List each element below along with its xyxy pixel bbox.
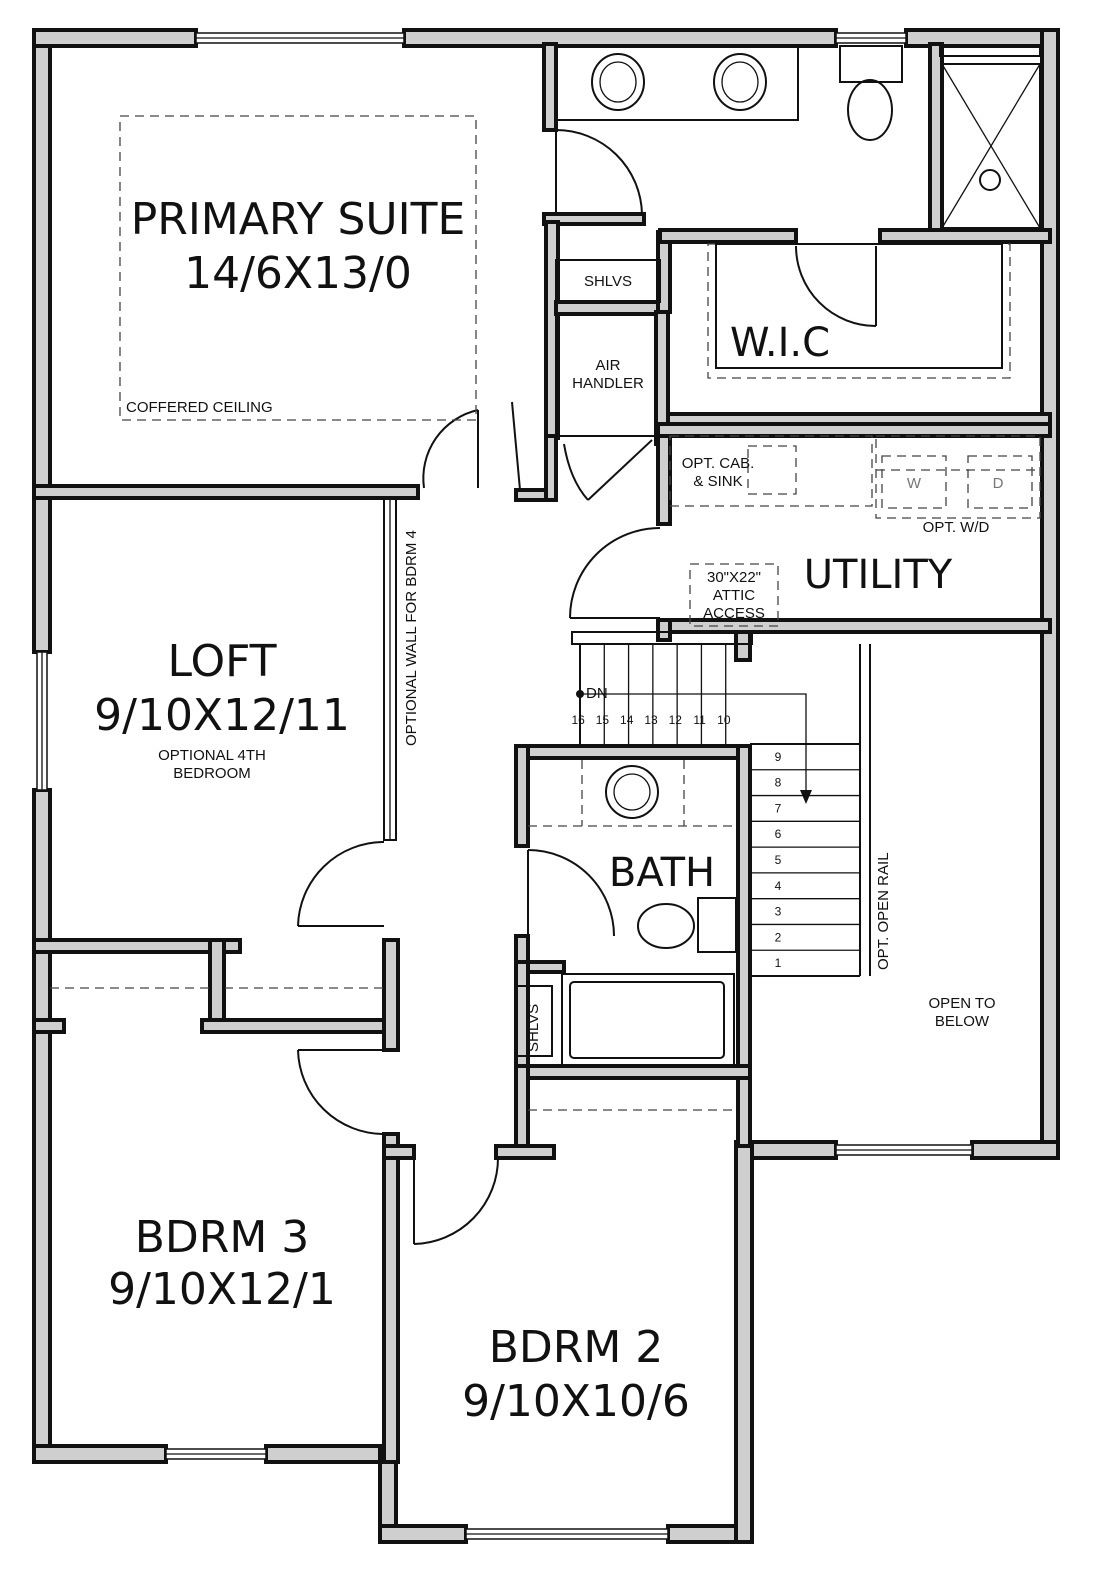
primary-suite-name: PRIMARY SUITE xyxy=(131,194,466,245)
loft-note-2: BEDROOM xyxy=(173,765,251,782)
dn-arrow-icon xyxy=(800,790,812,804)
bdrm2-size: 9/10X10/6 xyxy=(462,1376,690,1427)
open-below-label-2: BELOW xyxy=(935,1013,990,1030)
loft-note-1: OPTIONAL 4TH xyxy=(158,747,266,764)
stair-step-number: 5 xyxy=(775,853,782,867)
shlvs-label: SHLVS xyxy=(584,273,632,290)
stair-step-number: 2 xyxy=(775,930,782,944)
bdrm3-name: BDRM 3 xyxy=(135,1212,310,1263)
bath-name: BATH xyxy=(609,850,715,896)
bath-shlvs-label: SHLVS xyxy=(525,1004,542,1052)
open-rail-label: OPT. OPEN RAIL xyxy=(875,852,892,970)
open-below-label-1: OPEN TO xyxy=(929,995,996,1012)
loft-size: 9/10X12/11 xyxy=(94,690,350,741)
primary-suite-size: 14/6X13/0 xyxy=(184,248,412,299)
opt-cab-label-1: OPT. CAB. xyxy=(682,455,755,472)
dn-marker xyxy=(576,690,584,698)
opt-wd-label: OPT. W/D xyxy=(923,519,990,536)
washer-label: W xyxy=(907,475,922,492)
stair-step-number: 1 xyxy=(775,956,782,970)
stair-step-number: 14 xyxy=(620,713,634,727)
stair-step-number: 13 xyxy=(644,713,658,727)
attic-label-1: 30"X22" xyxy=(707,569,761,586)
air-handler-label-1: AIR xyxy=(595,357,620,374)
stair-run: 16 15 14 13 12 11 10 9 8 7 6 5 4 3 2 1 xyxy=(571,631,871,977)
stair-step-number: 7 xyxy=(775,801,782,815)
stair-step-number: 15 xyxy=(596,713,610,727)
stair-step-number: 11 xyxy=(693,713,706,727)
fixtures xyxy=(50,45,1041,1111)
annotation-labels: SHLVS AIR HANDLER OPT. CAB. & SINK OPT. … xyxy=(403,273,1004,1052)
room-labels: PRIMARY SUITE 14/6X13/0 COFFERED CEILING… xyxy=(94,194,953,1427)
stair-step-number: 4 xyxy=(775,879,782,893)
bdrm3-size: 9/10X12/1 xyxy=(108,1264,336,1315)
stair-step-number: 3 xyxy=(775,905,782,919)
bdrm2-name: BDRM 2 xyxy=(489,1322,664,1373)
dn-label: DN xyxy=(586,685,608,702)
dryer-label: D xyxy=(993,475,1004,492)
coffered-ceiling-label: COFFERED CEILING xyxy=(126,399,273,416)
stair-step-number: 8 xyxy=(775,776,782,790)
door-swings xyxy=(297,129,877,1245)
stair-step-number: 12 xyxy=(669,713,683,727)
stair-step-number: 16 xyxy=(571,713,585,727)
wic-name: W.I.C xyxy=(730,320,830,366)
stair-step-number: 10 xyxy=(717,713,731,727)
utility-name: UTILITY xyxy=(804,552,953,598)
air-handler-label-2: HANDLER xyxy=(572,375,644,392)
loft-name: LOFT xyxy=(168,636,277,687)
attic-label-3: ACCESS xyxy=(703,605,765,622)
optional-wall-label: OPTIONAL WALL FOR BDRM 4 xyxy=(403,530,420,746)
attic-label-2: ATTIC xyxy=(713,587,755,604)
stair-step-number: 9 xyxy=(775,750,782,764)
stair-step-number: 6 xyxy=(775,827,782,841)
opt-cab-label-2: & SINK xyxy=(693,473,742,490)
windows xyxy=(36,32,973,1540)
